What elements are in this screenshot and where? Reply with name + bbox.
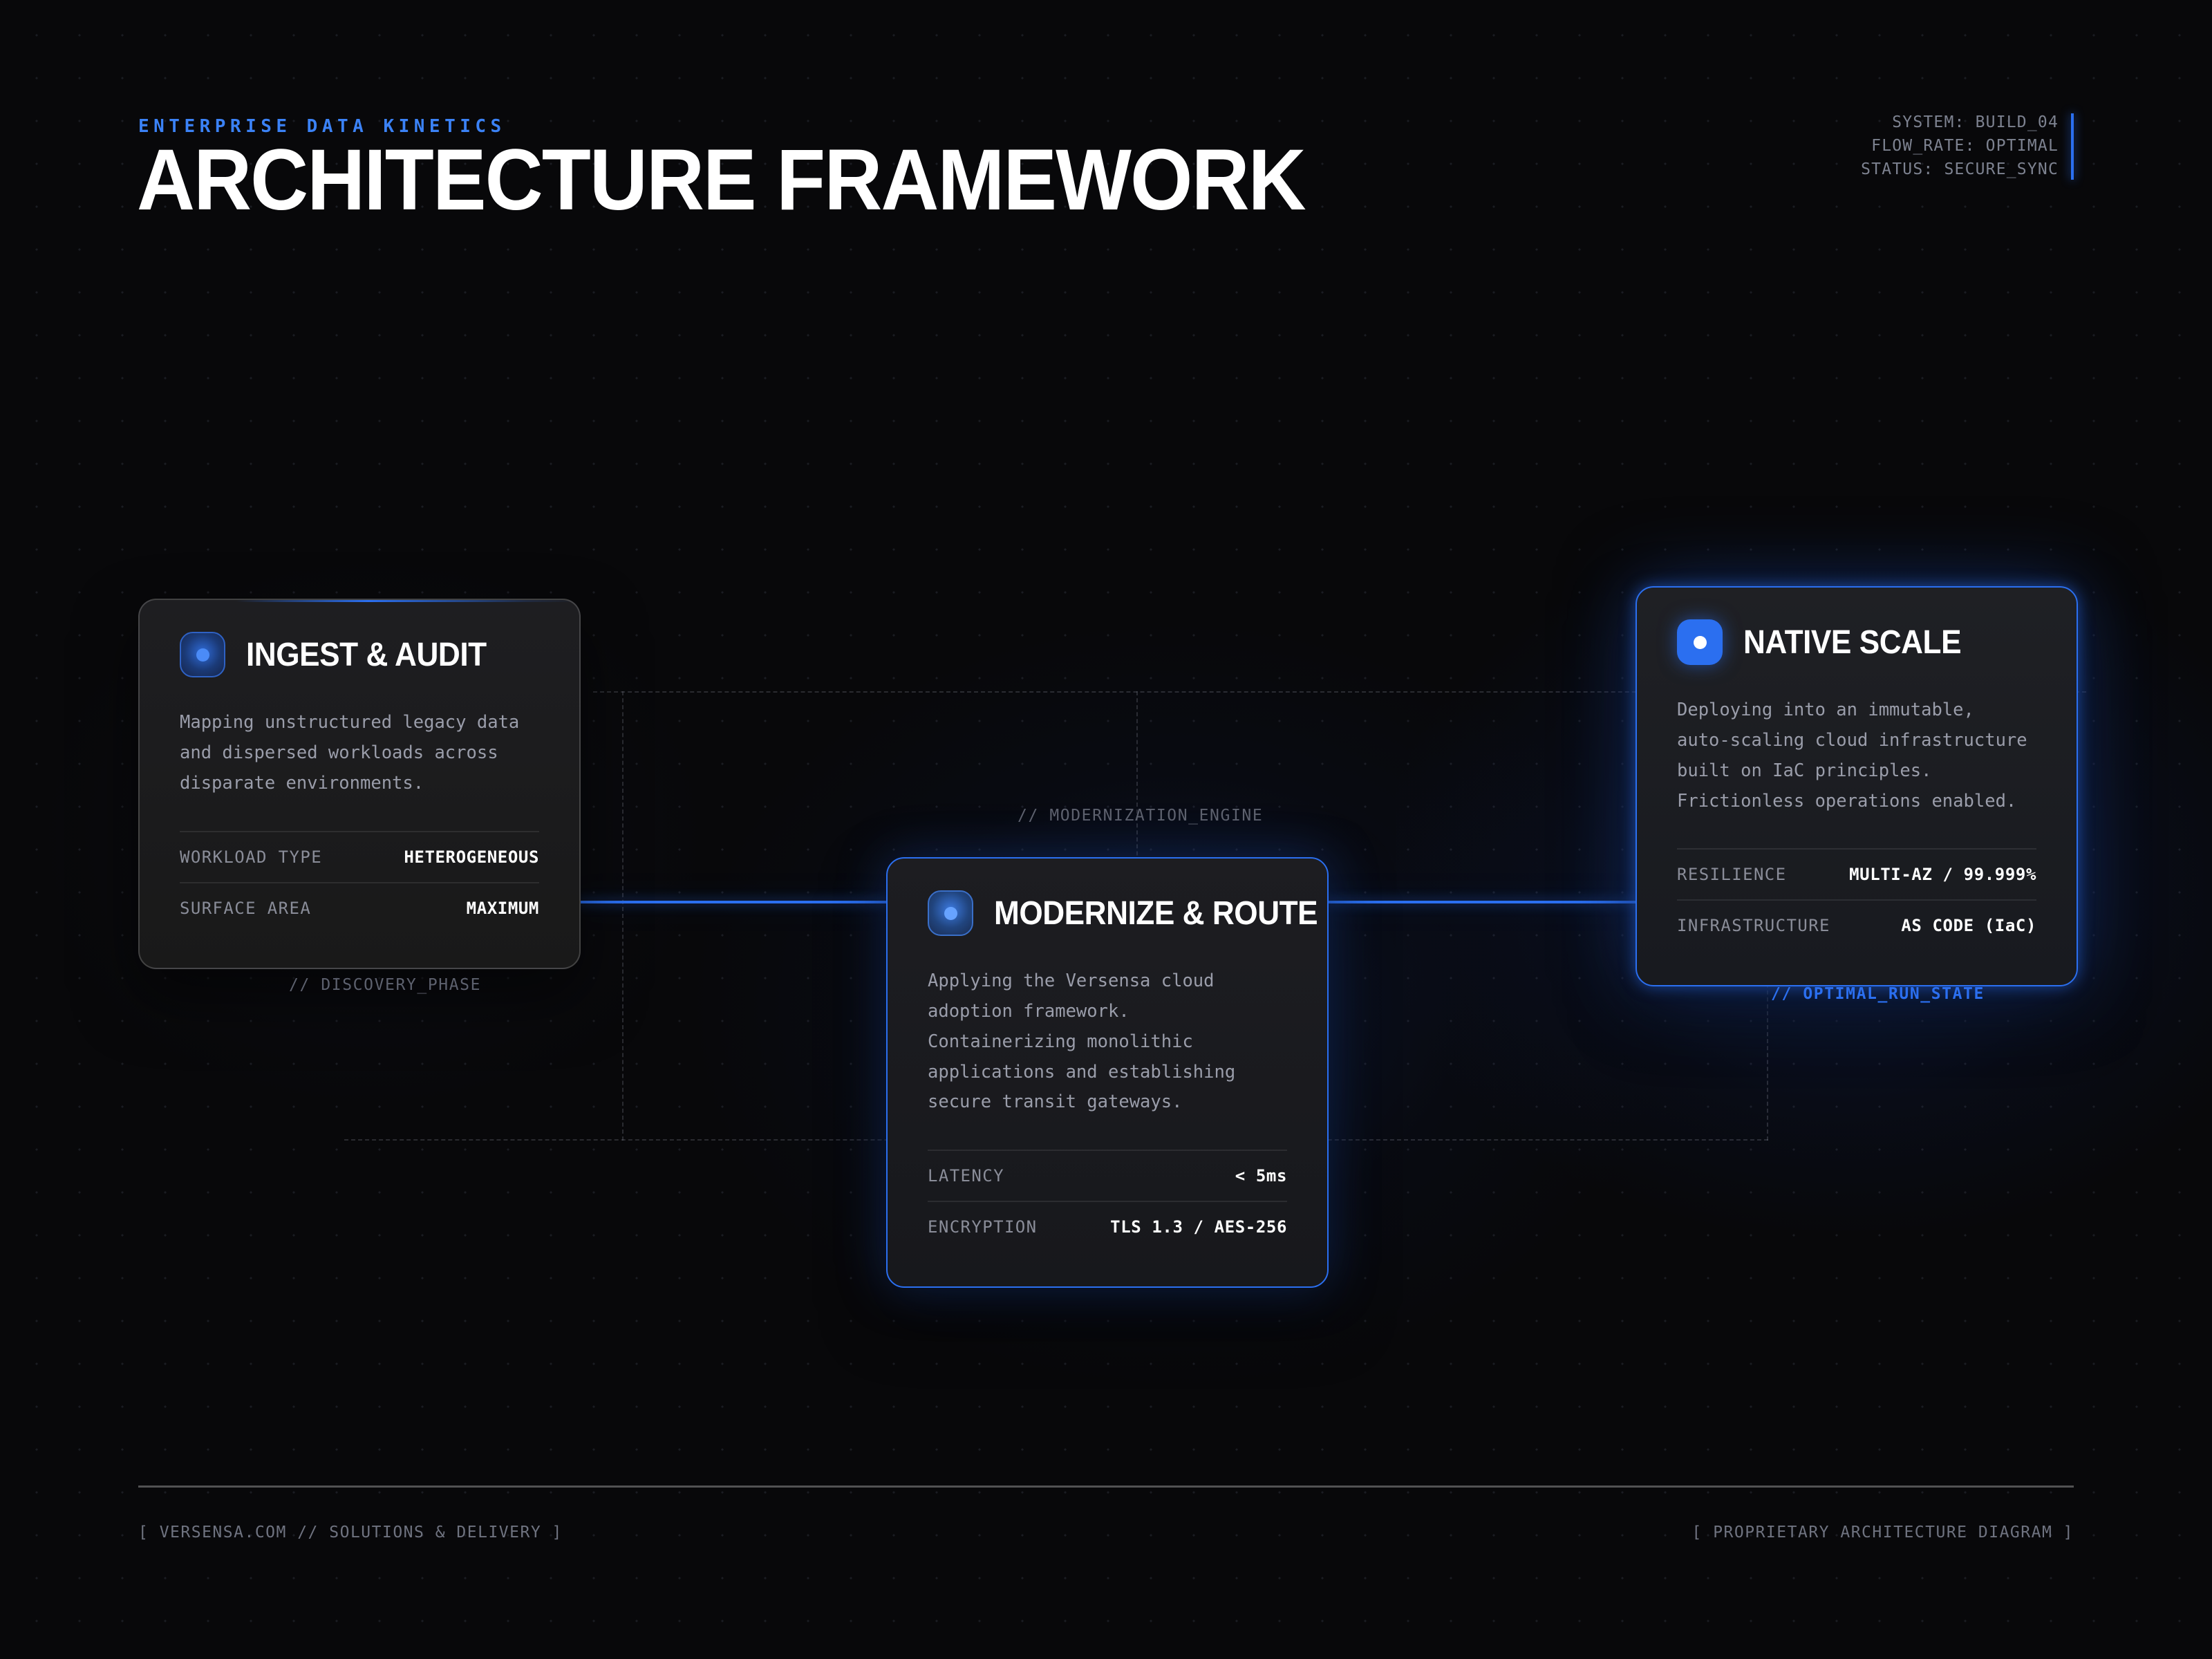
phase-tag-run-state: // OPTIMAL_RUN_STATE — [1771, 985, 1985, 1003]
readout-flow-rate: FLOW_RATE: OPTIMAL — [1871, 137, 2059, 156]
card-header: MODERNIZE & ROUTE — [928, 890, 1318, 936]
readout-status: STATUS: SECURE_SYNC — [1861, 160, 2059, 179]
card-metrics: RESILIENCE MULTI-AZ / 99.999% INFRASTRUC… — [1677, 848, 2036, 950]
flow-connector-modernize-to-native — [1324, 901, 1640, 903]
card-description: Applying the Versensa cloud adoption fra… — [928, 971, 1236, 1113]
node-dot-icon — [1677, 619, 1723, 665]
metric-label: WORKLOAD TYPE — [180, 847, 323, 867]
node-dot-icon — [928, 890, 973, 936]
flow-connector-ingest-to-modernize — [578, 901, 890, 903]
stage-card-modernize[interactable]: MODERNIZE & ROUTE Applying the Versensa … — [886, 857, 1329, 1288]
metric-value: MAXIMUM — [466, 898, 539, 918]
card-header: INGEST & AUDIT — [180, 632, 539, 677]
metric-value: TLS 1.3 / AES-256 — [1110, 1217, 1287, 1237]
metric-row: LATENCY < 5ms — [928, 1150, 1287, 1201]
node-dot-icon-center — [196, 648, 209, 662]
metric-value: < 5ms — [1235, 1166, 1287, 1186]
metric-row: SURFACE AREA MAXIMUM — [180, 881, 539, 933]
metric-value: HETEROGENEOUS — [404, 847, 539, 867]
card-title: MODERNIZE & ROUTE — [994, 894, 1318, 932]
metric-row: ENCRYPTION TLS 1.3 / AES-256 — [928, 1201, 1287, 1252]
footer-right-text: [ PROPRIETARY ARCHITECTURE DIAGRAM ] — [1691, 1524, 2074, 1541]
readout-system: SYSTEM: BUILD_04 — [1892, 113, 2059, 131]
metric-label: INFRASTRUCTURE — [1677, 916, 1830, 936]
stage-card-ingest[interactable]: INGEST & AUDIT Mapping unstructured lega… — [138, 599, 581, 969]
metric-label: ENCRYPTION — [928, 1217, 1038, 1237]
node-dot-icon — [180, 632, 225, 677]
metric-label: RESILIENCE — [1677, 865, 1787, 885]
metric-row: WORKLOAD TYPE HETEROGENEOUS — [180, 830, 539, 882]
metric-value: MULTI-AZ / 99.999% — [1849, 865, 2036, 885]
footer-divider — [138, 1485, 2074, 1488]
metric-label: SURFACE AREA — [180, 898, 312, 918]
card-title: INGEST & AUDIT — [246, 636, 487, 673]
page-eyebrow: ENTERPRISE DATA KINETICS — [138, 116, 506, 137]
card-metrics: LATENCY < 5ms ENCRYPTION TLS 1.3 / AES-2… — [928, 1150, 1287, 1252]
node-dot-icon-center — [944, 906, 957, 920]
metric-value: AS CODE (IaC) — [1901, 916, 2036, 936]
footer-left-text: [ VERSENSA.COM // SOLUTIONS & DELIVERY ] — [138, 1524, 563, 1541]
metric-row: RESILIENCE MULTI-AZ / 99.999% — [1677, 848, 2036, 899]
stage-card-native-scale[interactable]: NATIVE SCALE Deploying into an immutable… — [1635, 586, 2078, 987]
metric-label: LATENCY — [928, 1166, 1004, 1186]
card-top-accent — [140, 600, 579, 602]
system-readout: SYSTEM: BUILD_04 FLOW_RATE: OPTIMAL STAT… — [1861, 111, 2074, 181]
guide-line-vertical-left — [622, 691, 624, 1141]
phase-tag-engine: // MODERNIZATION_ENGINE — [1018, 807, 1264, 825]
metric-row: INFRASTRUCTURE AS CODE (IaC) — [1677, 899, 2036, 950]
page-title: ARCHITECTURE FRAMEWORK — [137, 132, 1306, 228]
card-title: NATIVE SCALE — [1743, 624, 1962, 661]
card-description: Mapping unstructured legacy data and dis… — [180, 712, 520, 794]
phase-tag-discovery: // DISCOVERY_PHASE — [289, 976, 482, 994]
card-description: Deploying into an immutable, auto-scalin… — [1677, 700, 2027, 812]
node-dot-icon-center — [1693, 635, 1707, 649]
card-metrics: WORKLOAD TYPE HETEROGENEOUS SURFACE AREA… — [180, 830, 539, 933]
card-header: NATIVE SCALE — [1677, 619, 2036, 665]
